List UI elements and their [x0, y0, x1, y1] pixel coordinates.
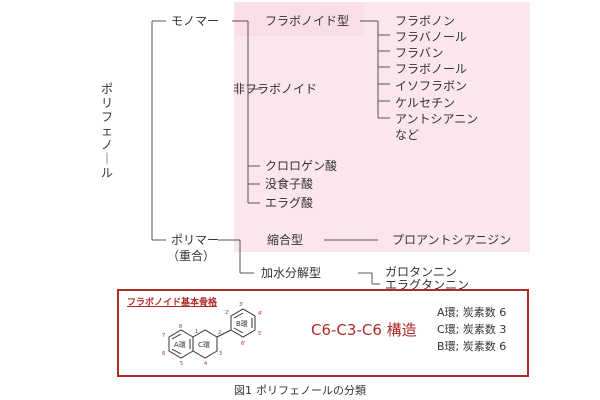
- atom-number: 6: [162, 351, 165, 357]
- flavonoid-item: アントシアニン: [395, 112, 479, 126]
- ring-c-label: C環: [198, 341, 210, 349]
- atom-number: 4: [204, 361, 207, 367]
- atom-number: 5': [258, 331, 263, 337]
- figure-number: 図1: [234, 384, 252, 397]
- condensed-item: プロアントシアニジン: [392, 233, 512, 247]
- atom-number: 4': [258, 311, 263, 317]
- ring-c-description: C環; 炭素数 3: [437, 323, 507, 336]
- hydrolyzable-item: エラグタンニン: [385, 278, 470, 292]
- polymer-sublabel: （重合）: [167, 249, 216, 263]
- hydrolyzable-label: 加水分解型: [261, 266, 322, 280]
- skeleton-title: フラボノイド基本骨格: [127, 298, 218, 308]
- ring-a-description: A環; 炭素数 6: [437, 306, 507, 319]
- flavonoid-item: など: [395, 128, 420, 142]
- flavonoid-item: フラバン: [395, 46, 444, 60]
- atom-number: 3: [219, 351, 222, 357]
- atom-number: 6': [241, 341, 246, 347]
- figure-title: ポリフェノールの分類: [256, 384, 366, 397]
- hydrolyzable-item: ガロタンニン: [385, 265, 458, 279]
- ring-b-label: B環: [236, 320, 248, 328]
- flavonoid-highlight: [234, 2, 530, 252]
- atom-number: 3': [239, 302, 244, 308]
- ring-b-description: B環; 炭素数 6: [437, 340, 507, 353]
- polymer-label: ポリマー: [171, 233, 220, 247]
- c6-c3-c6-structure: C6-C3-C6 構造: [311, 321, 417, 339]
- non-flavonoid-item: 没食子酸: [265, 177, 314, 191]
- flavonoid-item: フラボノール: [395, 62, 468, 76]
- flavonoid-structure-diagram: 8 1 2 3 4 5 6 7 2' 3' 4' 5' 6' A環 C環 B環: [162, 302, 263, 367]
- atom-number: 2: [218, 330, 221, 336]
- flavonoid-item: フラボノン: [395, 14, 456, 28]
- flavonoid-item: フラバノール: [395, 30, 467, 44]
- non-flavonoid-item: エラグ酸: [265, 196, 314, 210]
- flavonoid-skeleton-box: フラボノイド基本骨格 8 1 2: [117, 289, 529, 377]
- condensed-label: 縮合型: [267, 233, 304, 247]
- atom-number: 1: [195, 329, 198, 335]
- atom-number: 8: [179, 324, 182, 330]
- flavonoid-type-label: フラボノイド型: [265, 14, 350, 28]
- atom-number: 5: [180, 361, 183, 367]
- non-flavonoid-item: クロロゲン酸: [265, 159, 338, 173]
- flavonoid-item: イソフラボン: [395, 79, 468, 93]
- flavonoid-item: ケルセチン: [395, 96, 456, 110]
- ring-a-label: A環: [174, 341, 186, 349]
- monomer-label: モノマー: [171, 14, 220, 28]
- root-label: ポリフェノ｜ル: [100, 82, 113, 180]
- atom-number: 7: [162, 333, 165, 339]
- atom-number: 2': [225, 310, 230, 316]
- flavonoid-label-highlight: [234, 2, 364, 36]
- figure-caption: 図1 ポリフェノールの分類: [0, 382, 600, 398]
- non-flavonoid-label: 非フラボノイド: [233, 82, 318, 96]
